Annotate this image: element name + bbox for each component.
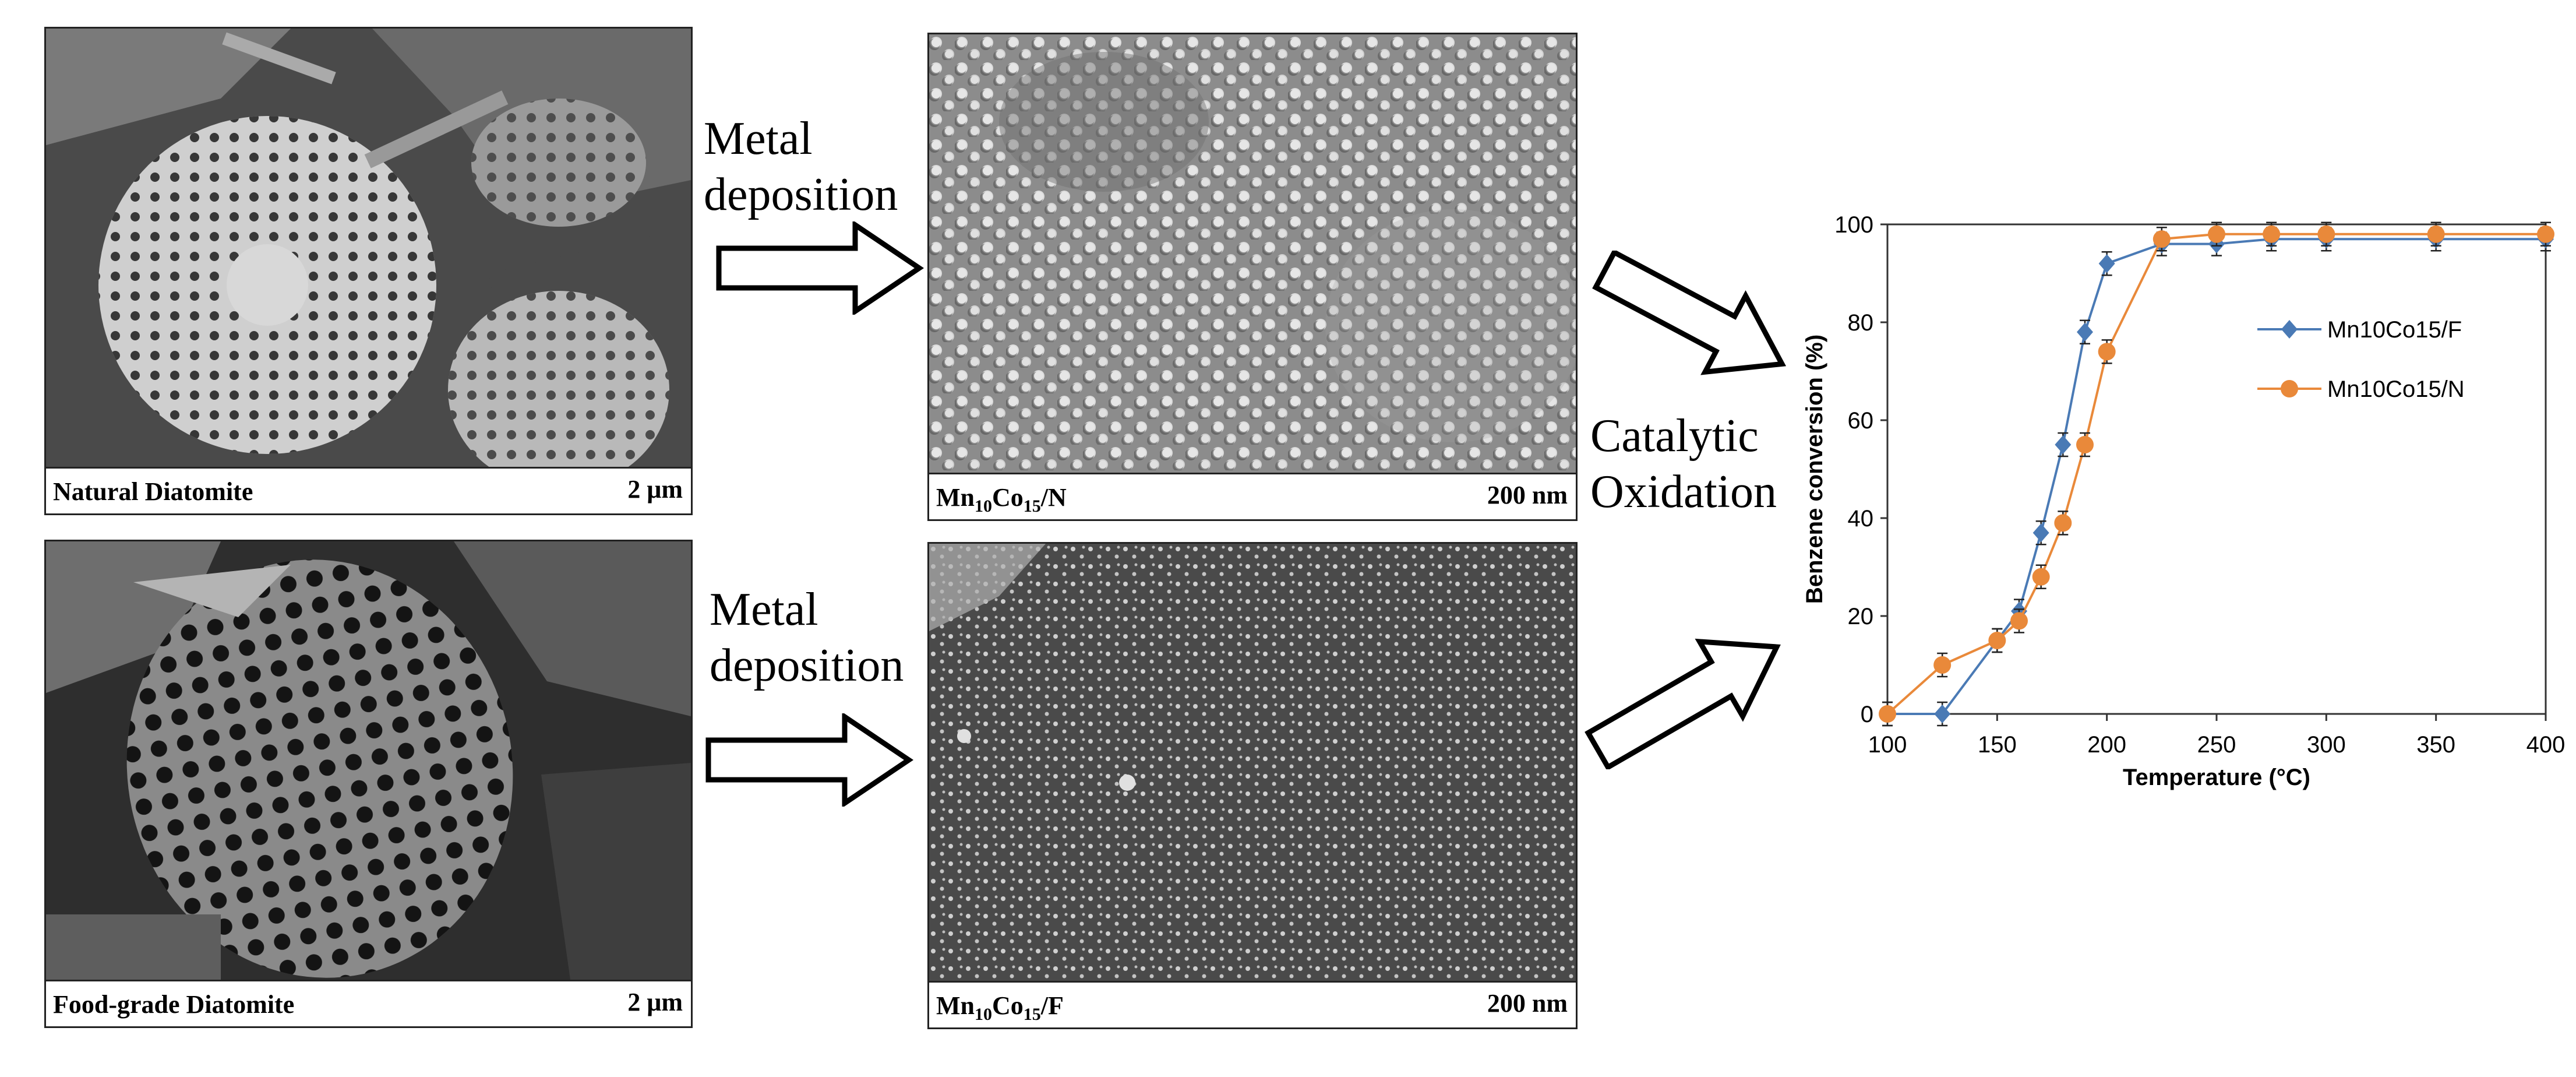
chart-axes: 0 20 40 60 80 100 100 150 200 250 300 350 400Tempera…: [1802, 212, 2565, 790]
data-point: [1934, 705, 1951, 723]
arrow-right-top-icon: [716, 221, 924, 315]
data-point: [2098, 343, 2116, 361]
data-point: [1879, 705, 1896, 723]
benzene-conversion-chart: 0 20 40 60 80 100 100 150 200 250 300 350 400Tempera…: [1802, 212, 2565, 790]
y-tick-label: 20: [1848, 604, 1874, 629]
legend-label: Mn10Co15/F: [2327, 317, 2462, 343]
data-point: [2077, 322, 2093, 342]
mn10co15-f-micrograph: [929, 544, 1576, 981]
food-grade-diatomite-micrograph: [46, 541, 691, 980]
data-point: [2032, 523, 2049, 543]
mn10co15-f-caption: Mn10Co15/F 200 nm: [929, 981, 1576, 1027]
x-tick-label: 150: [1978, 732, 2017, 758]
legend-marker: [2281, 380, 2298, 397]
data-point: [2152, 230, 2171, 248]
x-tick-label: 400: [2526, 732, 2566, 758]
data-point: [2010, 612, 2028, 630]
data-point: [2317, 225, 2335, 243]
mn10co15-n-caption: Mn10Co15/N 200 nm: [929, 473, 1576, 519]
x-axis-label: Temperature (°C): [2123, 765, 2310, 790]
y-tick-label: 40: [1848, 506, 1874, 532]
scale-bar-label: 200 nm: [1487, 481, 1568, 509]
food-grade-diatomite-caption: Food-grade Diatomite 2 μm: [46, 980, 691, 1026]
data-point: [2098, 254, 2115, 273]
x-tick-label: 100: [1868, 732, 1907, 758]
legend-marker: [2281, 320, 2298, 339]
panel-label: Mn10Co15/F: [936, 991, 1064, 1024]
mn10co15-f-panel: Mn10Co15/F 200 nm: [927, 542, 1578, 1029]
panel-label: Food-grade Diatomite: [53, 990, 295, 1019]
plot-frame: [1886, 223, 2547, 715]
scale-bar-label: 2 μm: [627, 988, 683, 1016]
chart-series: [1879, 221, 2554, 727]
arrow-diagonal-up-icon: [1585, 638, 1781, 769]
natural-diatomite-caption: Natural Diatomite 2 μm: [46, 467, 691, 513]
y-tick-label: 100: [1834, 212, 1873, 238]
x-tick-label: 250: [2197, 732, 2236, 758]
scale-bar-label: 200 nm: [1487, 989, 1568, 1018]
chart-legend: Mn10Co15/F Mn10Co15/N: [2257, 317, 2465, 402]
x-tick-label: 300: [2307, 732, 2346, 758]
legend-label: Mn10Co15/N: [2327, 376, 2465, 402]
mn10co15-n-micrograph: [929, 34, 1576, 473]
series-1: [1879, 221, 2554, 727]
food-grade-diatomite-panel: Food-grade Diatomite 2 μm: [44, 540, 693, 1028]
data-point: [2076, 436, 2094, 453]
x-tick-label: 200: [2087, 732, 2126, 758]
x-tick-label: 350: [2416, 732, 2455, 758]
data-point: [2537, 225, 2554, 243]
natural-diatomite-panel: Natural Diatomite 2 μm: [44, 27, 693, 515]
data-point: [2032, 568, 2050, 586]
y-tick-label: 60: [1848, 408, 1874, 434]
data-point: [2055, 435, 2072, 454]
mn10co15-n-panel: Mn10Co15/N 200 nm: [927, 33, 1578, 521]
data-point: [2208, 225, 2225, 243]
arrow-diagonal-down-icon: [1592, 251, 1787, 375]
scale-bar-label: 2 μm: [627, 475, 683, 504]
y-tick-label: 0: [1861, 702, 1873, 727]
data-point: [2054, 514, 2072, 532]
natural-diatomite-micrograph: [46, 29, 691, 467]
panel-label: Mn10Co15/N: [936, 483, 1067, 516]
panel-label: Natural Diatomite: [53, 477, 253, 506]
data-point: [2427, 225, 2445, 243]
data-point: [1988, 632, 2006, 649]
data-point: [1933, 656, 1952, 674]
y-axis-label: Benzene conversion (%): [1802, 335, 1827, 604]
y-tick-label: 80: [1848, 310, 1874, 336]
data-point: [2263, 225, 2281, 243]
arrow-right-bottom-icon: [705, 713, 914, 807]
